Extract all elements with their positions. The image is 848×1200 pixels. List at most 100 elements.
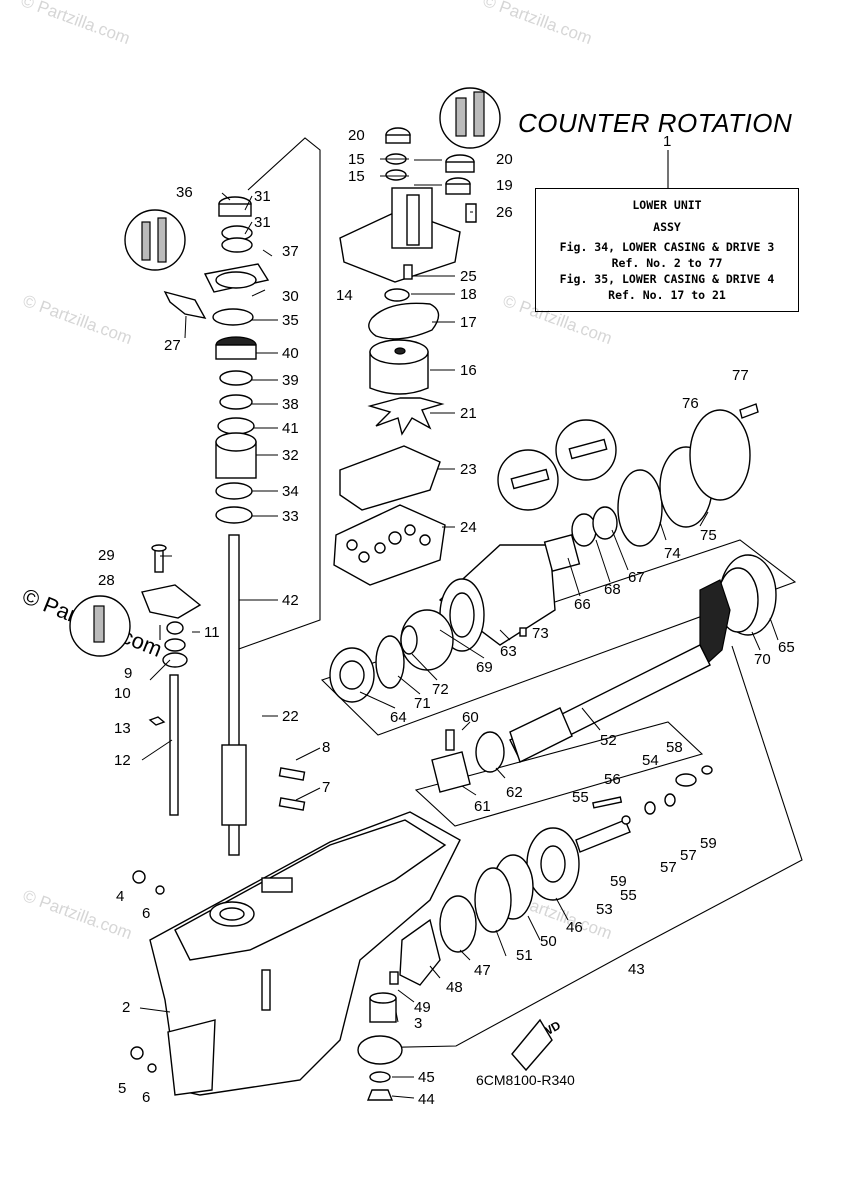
callout-38: 38 bbox=[282, 396, 299, 413]
callout-26: 26 bbox=[496, 204, 513, 221]
callout-17: 17 bbox=[460, 314, 477, 331]
callout-20: 20 bbox=[348, 127, 365, 144]
callout-1: 1 bbox=[663, 133, 671, 150]
callout-69: 69 bbox=[476, 659, 493, 676]
callout-16: 16 bbox=[460, 362, 477, 379]
callout-36: 36 bbox=[176, 184, 193, 201]
callout-77: 77 bbox=[732, 367, 749, 384]
callout-39: 39 bbox=[282, 372, 299, 389]
callout-25: 25 bbox=[460, 268, 477, 285]
bearing-housing-group bbox=[329, 403, 777, 703]
callout-70: 70 bbox=[754, 651, 771, 668]
callout-29: 29 bbox=[98, 547, 115, 564]
ref-line: Fig. 34, LOWER CASING & DRIVE 3 bbox=[559, 240, 775, 254]
callout-9: 9 bbox=[124, 665, 132, 682]
diagram-code: 6CM8100-R340 bbox=[476, 1072, 575, 1088]
ref-line: Ref. No. 17 to 21 bbox=[608, 288, 726, 302]
callout-6: 6 bbox=[142, 1089, 150, 1106]
callout-73: 73 bbox=[532, 625, 549, 642]
callout-44: 44 bbox=[418, 1091, 435, 1108]
callout-18: 18 bbox=[460, 286, 477, 303]
callout-41: 41 bbox=[282, 420, 299, 437]
callout-27: 27 bbox=[164, 337, 181, 354]
ref-heading-1: LOWER UNIT bbox=[632, 198, 702, 212]
ref-line: Ref. No. 2 to 77 bbox=[611, 256, 723, 270]
callout-59: 59 bbox=[700, 835, 717, 852]
callout-55: 55 bbox=[572, 789, 589, 806]
callout-42: 42 bbox=[282, 592, 299, 609]
callout-48: 48 bbox=[446, 979, 463, 996]
water-pump-group bbox=[333, 87, 501, 586]
lower-casing bbox=[130, 811, 461, 1096]
diagram-title: COUNTER ROTATION bbox=[518, 108, 793, 138]
callout-45: 45 bbox=[418, 1069, 435, 1086]
callout-49: 49 bbox=[414, 999, 431, 1016]
callout-15: 15 bbox=[348, 151, 365, 168]
propeller-shaft-group bbox=[431, 644, 713, 853]
callout-52: 52 bbox=[600, 732, 617, 749]
callout-54: 54 bbox=[642, 752, 659, 769]
callout-74: 74 bbox=[664, 545, 681, 562]
callout-4: 4 bbox=[116, 888, 124, 905]
callout-56: 56 bbox=[604, 771, 621, 788]
callout-22: 22 bbox=[282, 708, 299, 725]
callout-58: 58 bbox=[666, 739, 683, 756]
callout-23: 23 bbox=[460, 461, 477, 478]
callout-57: 57 bbox=[660, 859, 677, 876]
shift-rod-group bbox=[69, 544, 202, 816]
callout-6: 6 bbox=[142, 905, 150, 922]
callout-5: 5 bbox=[118, 1080, 126, 1097]
callout-2: 2 bbox=[122, 999, 130, 1016]
frame-rear-bearing-group bbox=[320, 539, 797, 736]
callout-75: 75 bbox=[700, 527, 717, 544]
leader-lines bbox=[139, 158, 779, 1099]
callout-7: 7 bbox=[322, 779, 330, 796]
callout-31: 31 bbox=[254, 188, 271, 205]
callout-15: 15 bbox=[348, 168, 365, 185]
callout-13: 13 bbox=[114, 720, 131, 737]
ref-heading-2: ASSY bbox=[653, 220, 681, 234]
callout-33: 33 bbox=[282, 508, 299, 525]
callout-62: 62 bbox=[506, 784, 523, 801]
woodruff-keys bbox=[278, 767, 306, 811]
callout-37: 37 bbox=[282, 243, 299, 260]
callout-43: 43 bbox=[628, 961, 645, 978]
callout-76: 76 bbox=[682, 395, 699, 412]
callout-47: 47 bbox=[474, 962, 491, 979]
frame-clutch-group bbox=[414, 721, 704, 827]
callout-71: 71 bbox=[414, 695, 431, 712]
callout-10: 10 bbox=[114, 685, 131, 702]
frame-drive-shaft bbox=[235, 137, 321, 651]
callout-63: 63 bbox=[500, 643, 517, 660]
callout-53: 53 bbox=[596, 901, 613, 918]
callout-30: 30 bbox=[282, 288, 299, 305]
callout-59: 59 bbox=[610, 873, 627, 890]
callout-labels: 36 31 31 37 30 27 35 40 39 38 41 32 34 3… bbox=[98, 127, 795, 1108]
callout-55: 55 bbox=[620, 887, 637, 904]
callout-67: 67 bbox=[628, 569, 645, 586]
callout-72: 72 bbox=[432, 681, 449, 698]
callout-68: 68 bbox=[604, 581, 621, 598]
drive-shaft-group bbox=[124, 196, 270, 856]
callout-21: 21 bbox=[460, 405, 477, 422]
callout-57: 57 bbox=[680, 847, 697, 864]
callout-35: 35 bbox=[282, 312, 299, 329]
callout-60: 60 bbox=[462, 709, 479, 726]
callout-50: 50 bbox=[540, 933, 557, 950]
callout-14: 14 bbox=[336, 287, 353, 304]
callout-31: 31 bbox=[254, 214, 271, 231]
reference-box: LOWER UNIT ASSY Fig. 34, LOWER CASING & … bbox=[535, 188, 799, 312]
callout-28: 28 bbox=[98, 572, 115, 589]
callout-61: 61 bbox=[474, 798, 491, 815]
frame-prop-shaft-group bbox=[359, 645, 803, 1049]
callout-40: 40 bbox=[282, 345, 299, 362]
callout-46: 46 bbox=[566, 919, 583, 936]
callout-64: 64 bbox=[390, 709, 407, 726]
callout-51: 51 bbox=[516, 947, 533, 964]
callout-24: 24 bbox=[460, 519, 477, 536]
ref-line: Fig. 35, LOWER CASING & DRIVE 4 bbox=[559, 272, 775, 286]
callout-19: 19 bbox=[496, 177, 513, 194]
forward-gear-group bbox=[357, 827, 580, 1101]
